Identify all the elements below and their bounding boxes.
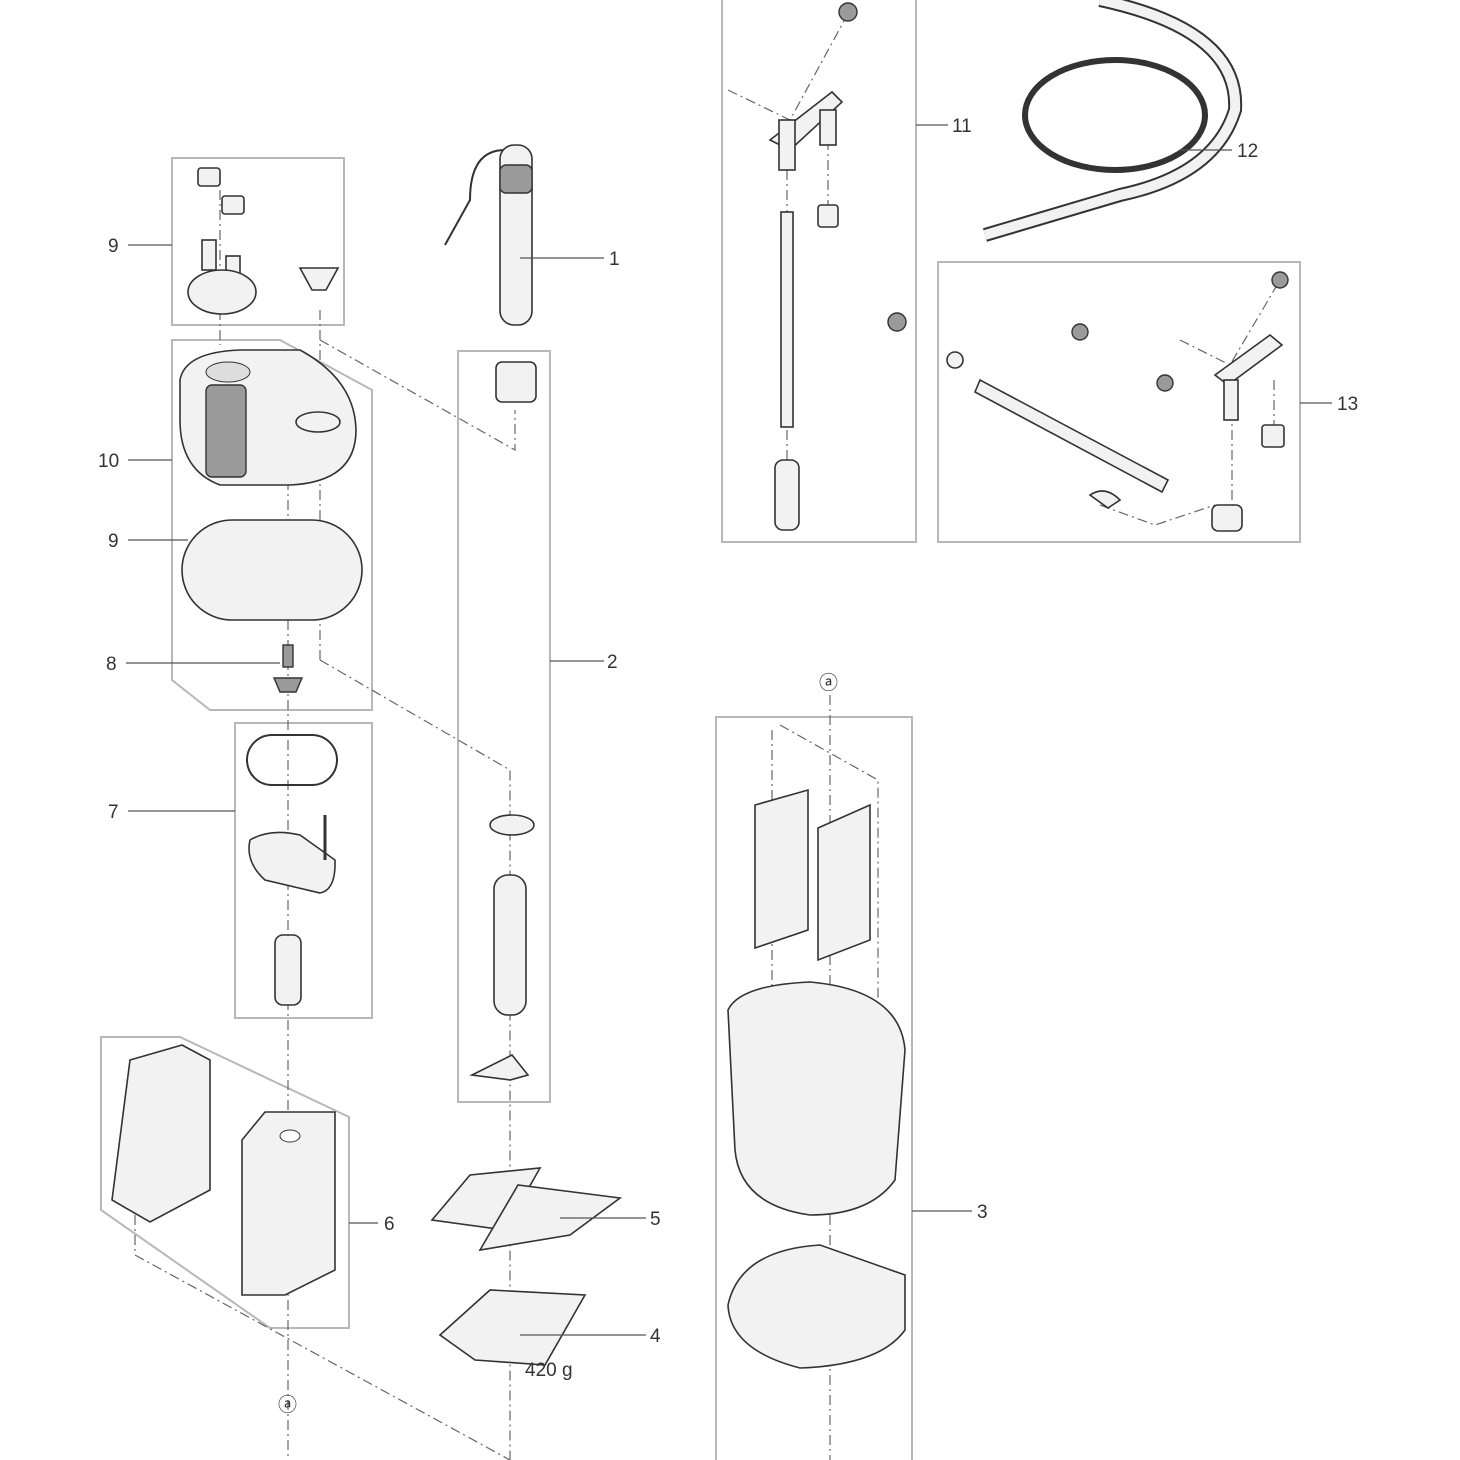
- group-box-2: [457, 350, 551, 1103]
- part-2-filter-tube: [469, 361, 537, 1081]
- part-1-heater: [444, 144, 533, 326]
- part-7-intake-assembly: [246, 734, 338, 1006]
- part-5-media-bags: [430, 1167, 623, 1252]
- group-box-11: [721, 0, 917, 543]
- media-weight-label: 420 g: [525, 1360, 573, 1381]
- connector-mark-top: ⓐ: [819, 672, 838, 694]
- part-label-5: 5: [650, 1209, 661, 1230]
- part-label-12: 12: [1237, 141, 1258, 162]
- part-6-filter-sponges: [111, 1044, 336, 1296]
- part-9-seal-ring: [181, 519, 363, 621]
- part-4-media-bag: [438, 1289, 587, 1366]
- part-label-9-top: 9: [108, 236, 119, 257]
- part-8-impeller: [272, 644, 304, 693]
- part-9-lid-assembly: [187, 167, 340, 315]
- part-13-spray-bar: [946, 271, 1289, 532]
- part-label-8: 8: [106, 654, 117, 675]
- connector-mark-bottom: ⓐ: [278, 1394, 297, 1416]
- leader-lines: [126, 124, 1332, 1336]
- group-box-13: [937, 261, 1301, 543]
- part-11-outlet-pipe: [768, 2, 907, 531]
- part-label-9-ring: 9: [108, 531, 119, 552]
- part-label-13: 13: [1337, 394, 1358, 415]
- part-3-container: [727, 788, 906, 1369]
- group-box-10: [171, 339, 373, 711]
- group-box-9: [171, 157, 345, 326]
- part-label-10: 10: [98, 451, 119, 472]
- group-box-6: [100, 1036, 350, 1329]
- part-10-pump-head: [179, 349, 357, 486]
- group-box-7: [234, 722, 373, 1019]
- group-box-3: [715, 716, 913, 1460]
- part-label-11: 11: [952, 116, 972, 137]
- part-label-4: 4: [650, 1326, 661, 1347]
- part-label-7: 7: [108, 802, 119, 823]
- part-label-1: 1: [609, 249, 620, 270]
- part-label-6: 6: [384, 1214, 395, 1235]
- part-label-3: 3: [977, 1202, 988, 1223]
- part-label-2: 2: [607, 652, 618, 673]
- part-12-hose: [983, 0, 1243, 242]
